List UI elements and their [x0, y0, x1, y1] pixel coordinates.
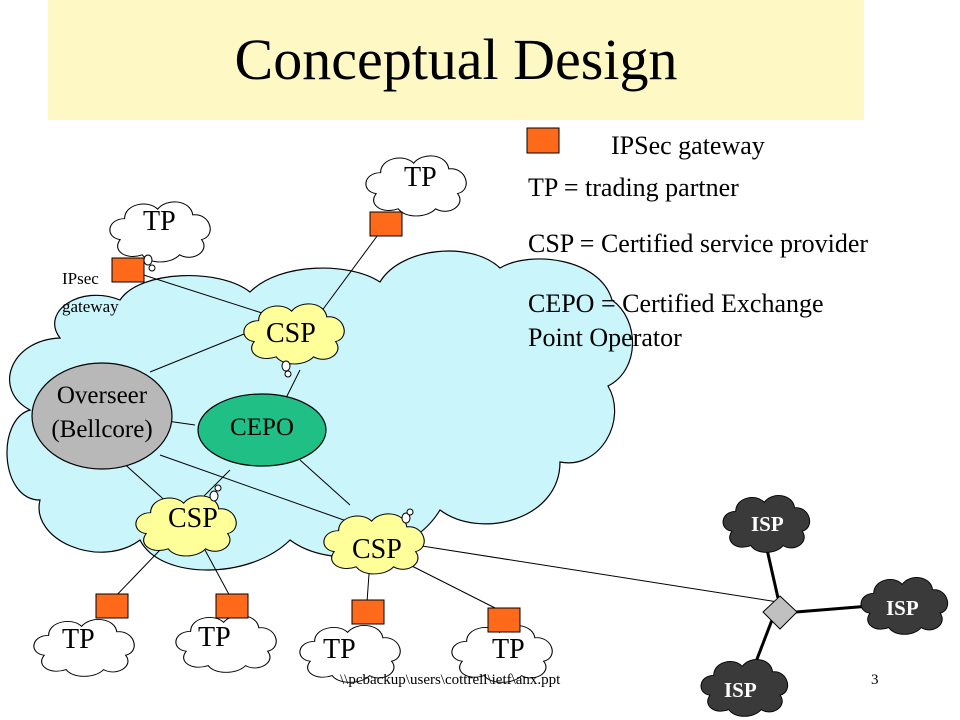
tp-label-b3: TP	[323, 634, 356, 665]
legend-tp-definition: TP = trading partner	[528, 173, 739, 202]
legend-csp-definition: CSP = Certified service provider	[528, 229, 869, 258]
isp-label-bottom: ISP	[724, 678, 757, 702]
gateway-tp-top-left	[111, 257, 145, 283]
cloud-tail-bubbles	[143, 254, 414, 524]
legend-cepo-definition-line1: CEPO = Certified Exchange	[528, 289, 824, 318]
tp-label-b1: TP	[62, 624, 95, 655]
ipsec-gateway-label-line1: IPsec	[62, 269, 99, 288]
cepo-label: CEPO	[230, 414, 294, 441]
tp-label-top-left: TP	[143, 206, 176, 237]
router-diamond	[762, 595, 798, 630]
overseer-label-line1: Overseer	[56, 382, 148, 409]
slide-title: Conceptual Design	[234, 27, 678, 92]
legend-cepo-definition-line2: Point Operator	[528, 323, 682, 352]
gateway-tp-b2	[215, 593, 249, 619]
title-band: Conceptual Design	[48, 0, 864, 120]
backbone-cloud	[6, 250, 634, 571]
csp-label-top: CSP	[266, 318, 316, 349]
tp-label-top-right: TP	[404, 162, 437, 193]
ipsec-gateways	[95, 127, 560, 633]
tp-label-b2: TP	[198, 622, 231, 653]
csp-label-bottom-left: CSP	[168, 503, 218, 534]
gateway-tp-top-right	[369, 211, 403, 237]
footer-file-path: \\pcbackup\users\cottrell\ietf\anx.ppt	[340, 672, 561, 688]
isp-label-right: ISP	[886, 596, 919, 620]
legend-gateway-label: IPSec gateway	[611, 131, 765, 160]
connection-lines	[111, 223, 779, 613]
isp-label-top: ISP	[751, 512, 784, 536]
ipsec-gateway-label-line2: gateway	[62, 297, 119, 316]
gateway-tp-b4	[487, 607, 521, 633]
overseer-node	[31, 362, 173, 470]
gateway-tp-b1	[95, 593, 129, 619]
csp-label-bottom-right: CSP	[352, 534, 402, 565]
gateway-tp-b3	[351, 599, 385, 625]
footer-page-number: 3	[871, 672, 879, 688]
gateway-legend	[526, 127, 560, 154]
overseer-label-line2: (Bellcore)	[51, 416, 153, 443]
tp-label-b4: TP	[492, 634, 525, 665]
cepo-node	[197, 393, 327, 467]
